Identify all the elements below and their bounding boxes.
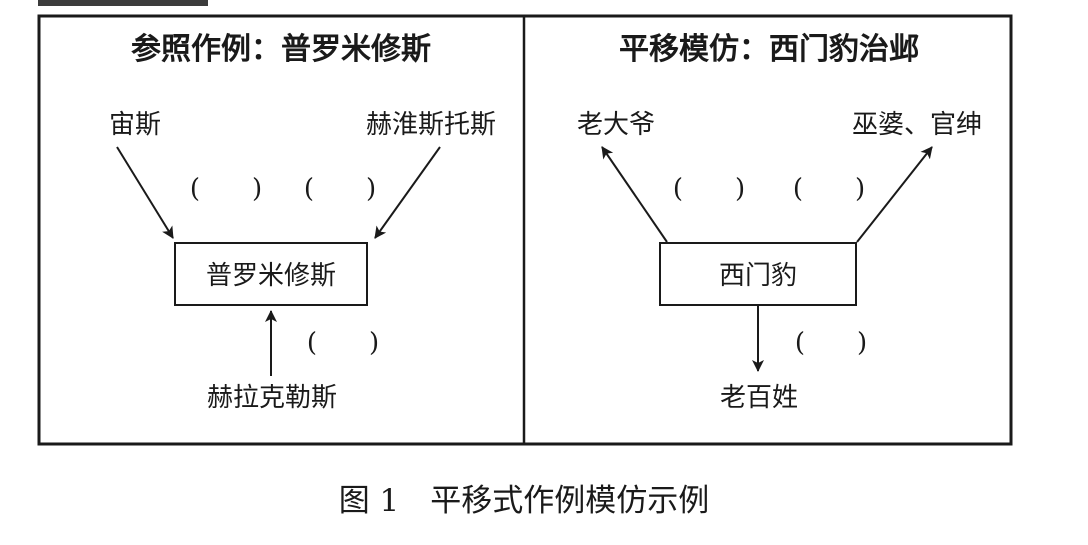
figure-caption: 图 1 平移式作例模仿示例 bbox=[339, 483, 710, 519]
right-panel: 平移模仿：西门豹治邺 老大爷 巫婆、官绅 ( ) ( ) 西门豹 ( ) 老百姓 bbox=[577, 32, 982, 413]
right-panel-title: 平移模仿：西门豹治邺 bbox=[619, 32, 919, 67]
left-paren-top-2: ( ) bbox=[304, 174, 376, 204]
left-panel: 参照作例：普罗米修斯 宙斯 赫淮斯托斯 ( ) ( ) 普罗米修斯 ( ) 赫拉… bbox=[109, 32, 496, 413]
right-top-right-node: 巫婆、官绅 bbox=[852, 110, 982, 140]
left-top-right-node: 赫淮斯托斯 bbox=[366, 110, 496, 140]
right-paren-top-1: ( ) bbox=[673, 174, 745, 204]
left-arrow-from-top-right bbox=[374, 146, 441, 239]
cropped-text-artifact bbox=[38, 0, 208, 6]
left-center-box-label: 普罗米修斯 bbox=[206, 261, 336, 291]
left-top-left-node: 宙斯 bbox=[109, 110, 161, 140]
right-top-left-node: 老大爷 bbox=[577, 110, 655, 140]
left-center-box bbox=[174, 242, 368, 306]
right-arrow-to-top-left bbox=[601, 146, 668, 243]
right-arrow-to-top-right bbox=[856, 146, 933, 243]
left-bottom-node: 赫拉克勒斯 bbox=[207, 383, 337, 413]
right-bottom-node: 老百姓 bbox=[720, 383, 798, 413]
left-paren-top-1: ( ) bbox=[190, 174, 262, 204]
right-center-box bbox=[659, 242, 857, 306]
left-arrow-from-top-left bbox=[116, 146, 174, 239]
left-paren-bottom: ( ) bbox=[307, 328, 379, 358]
right-paren-bottom: ( ) bbox=[795, 328, 867, 358]
right-center-box-label: 西门豹 bbox=[719, 261, 797, 291]
right-paren-top-2: ( ) bbox=[793, 174, 865, 204]
left-panel-title: 参照作例：普罗米修斯 bbox=[131, 32, 431, 67]
